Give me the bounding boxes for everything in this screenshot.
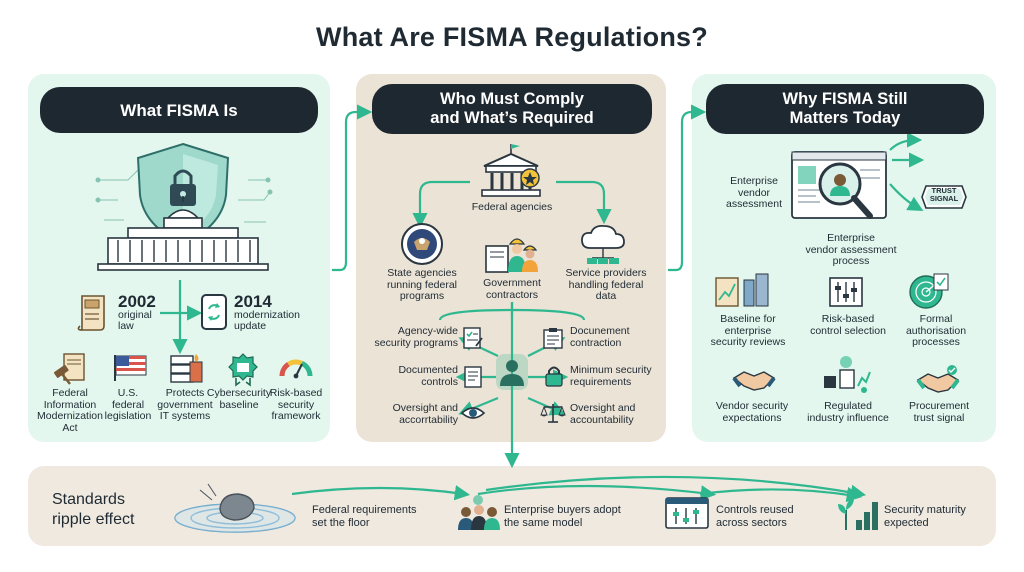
trust-signal-badge (921, 185, 967, 209)
year-2002-line2: law (118, 320, 134, 332)
lock-icon (545, 366, 563, 387)
scales-icon (540, 404, 566, 423)
tablet-sync-icon (201, 294, 227, 330)
contractors-icon (485, 238, 538, 273)
left-item-2: U.S.federal legislation (104, 387, 152, 422)
heading-what-fisma-is: What FISMA Is (40, 87, 318, 133)
badge-icon (228, 353, 258, 387)
controls-screen-icon (665, 497, 709, 529)
year-2014-line2: update (234, 320, 267, 332)
gavel-document-icon (53, 353, 85, 385)
clipboard-icon (543, 328, 563, 349)
radar-icon (909, 273, 949, 309)
gauge-icon (279, 359, 313, 379)
scroll-document-icon (77, 295, 105, 331)
server-firewall-icon (170, 354, 203, 383)
federal-building-icon (481, 144, 541, 197)
growth-icon (824, 356, 871, 393)
handshake-check-icon (916, 365, 960, 393)
maturity-icon (838, 498, 878, 530)
year-2002: 2002 (118, 292, 156, 311)
sliders-icon (829, 277, 863, 307)
checklist-icon (463, 327, 483, 349)
cloud-provider-icon (581, 224, 625, 264)
year-2002-line1: original (118, 309, 152, 321)
eye-icon (460, 407, 486, 419)
hub-person-icon (496, 354, 528, 390)
federal-agencies-label: Federal agencies (471, 201, 553, 213)
year-2014: 2014 (234, 292, 272, 311)
assessment-screen-icon (791, 151, 887, 219)
year-2014-line1: modernization (234, 309, 300, 321)
stone-ripple-icon (174, 483, 296, 533)
buyers-icon (458, 495, 500, 530)
baseline-chart-icon (715, 273, 769, 307)
shield-capitol-icon (95, 142, 273, 271)
us-flag-icon (114, 355, 147, 381)
page-title: What Are FISMA Regulations? (316, 22, 708, 52)
handshake-icon (732, 371, 776, 391)
state-seal-icon (401, 223, 443, 265)
document-icon (464, 366, 482, 388)
